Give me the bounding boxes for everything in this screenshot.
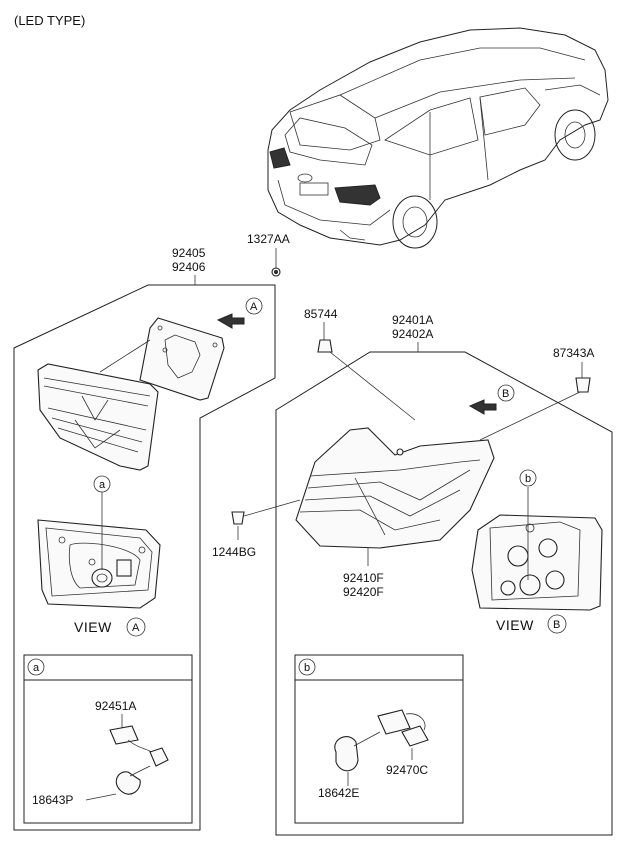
label-1327AA: 1327AA <box>247 232 290 246</box>
label-92405: 92405 <box>172 246 206 260</box>
part-labels: 1327AA 92405 92406 85744 92401A 92402A 8… <box>32 232 594 807</box>
callout-b-lower-lamp: b <box>525 473 531 485</box>
label-92420F: 92420F <box>343 585 384 599</box>
callout-letters: A A B B a a b b <box>33 301 560 674</box>
label-1244BG: 1244BG <box>212 545 256 559</box>
callout-a-lower-lamp: a <box>99 479 106 491</box>
vehicle-illustration <box>267 27 609 249</box>
callout-a-upper-arrow: A <box>250 301 258 313</box>
diagram-title: (LED TYPE) <box>14 13 85 28</box>
callout-b-upper-arrow: B <box>502 388 509 400</box>
label-92470C: 92470C <box>386 763 428 777</box>
view-b-label: VIEW <box>496 617 534 633</box>
inner-lamp-group: VIEW <box>13 248 281 831</box>
label-92451A: 92451A <box>95 699 136 713</box>
label-92410F: 92410F <box>343 571 384 585</box>
label-85744: 85744 <box>304 307 338 321</box>
label-18643P: 18643P <box>32 793 73 807</box>
callout-a-lower-box: a <box>33 662 40 674</box>
outer-lamp-group: VIEW <box>231 322 613 836</box>
label-92401A: 92401A <box>392 313 433 327</box>
callout-b-upper-view: B <box>553 619 560 631</box>
label-92402A: 92402A <box>392 327 433 341</box>
view-a-label: VIEW <box>74 619 112 635</box>
callout-b-lower-box: b <box>304 662 310 674</box>
callout-a-upper-view: A <box>132 622 140 634</box>
label-18642E: 18642E <box>318 786 359 800</box>
label-92406: 92406 <box>172 260 206 274</box>
label-87343A: 87343A <box>553 346 594 360</box>
